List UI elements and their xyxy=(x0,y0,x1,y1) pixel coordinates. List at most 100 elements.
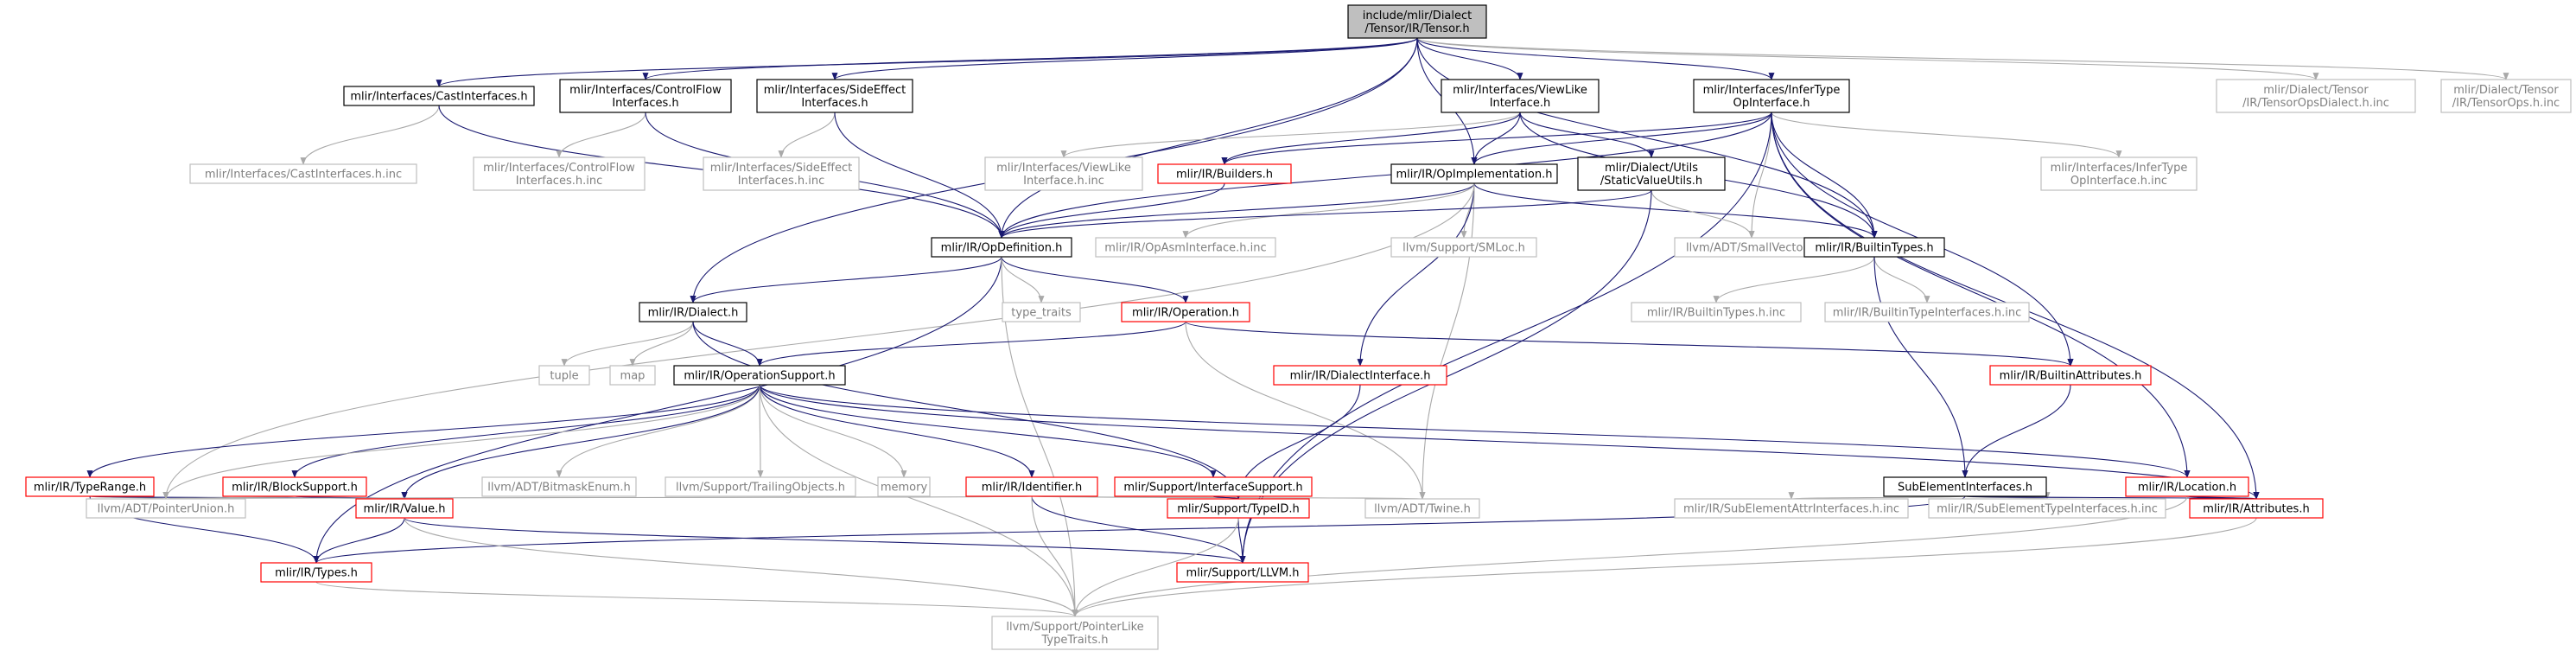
edge-btypes-to-btiinc xyxy=(1873,256,1930,303)
node-castif[interactable]: mlir/Interfaces/CastInterfaces.h xyxy=(343,86,535,106)
node-box xyxy=(2189,498,2324,519)
node-llvmh[interactable]: mlir/Support/LLVM.h xyxy=(1176,562,1309,583)
node-label: mlir/IR/SubElementAttrInterfaces.h.inc xyxy=(1683,503,1899,516)
node-label: mlir/IR/BuiltinTypes.h.inc xyxy=(1647,307,1785,320)
edge-operation-to-opsupport xyxy=(756,321,1186,367)
edge-opimpl-to-twine xyxy=(1419,182,1475,500)
node-dialectif[interactable]: mlir/IR/DialectInterface.h xyxy=(1273,365,1447,386)
edge-typeid-to-ptrlike xyxy=(1072,517,1239,617)
node-label: mlir/Dialect/Tensor xyxy=(2263,84,2369,97)
node-label: mlir/IR/TypeRange.h xyxy=(34,482,146,495)
node-box xyxy=(2216,79,2416,113)
edge-opsupport-to-ptrunion xyxy=(162,384,760,500)
edge-builders-to-opdef xyxy=(998,182,1225,239)
node-svu[interactable]: mlir/Dialect/Utils/StaticValueUtils.h xyxy=(1577,156,1726,191)
node-box xyxy=(538,365,590,386)
node-label: mlir/IR/OpAsmInterface.h.inc xyxy=(1104,242,1266,255)
node-opsupport[interactable]: mlir/IR/OperationSupport.h xyxy=(673,365,846,386)
node-label: mlir/IR/Value.h xyxy=(364,503,446,516)
node-root[interactable]: include/mlir/Dialect/Tensor/IR/Tensor.h xyxy=(1347,4,1487,39)
edge-opsupport-to-identifier xyxy=(759,384,1035,478)
edge-itif-to-itinc xyxy=(1771,112,2122,158)
node-label: mlir/IR/BuiltinTypeInterfaces.h.inc xyxy=(1833,307,2022,320)
edge-opimpl-to-btypes xyxy=(1473,182,1878,239)
node-label: llvm/ADT/Twine.h xyxy=(1374,503,1471,516)
edge-opdef-to-typetraits xyxy=(1001,256,1045,303)
node-box xyxy=(1095,237,1276,258)
edge-operation-to-twine xyxy=(1185,321,1426,500)
node-location[interactable]: mlir/IR/Location.h xyxy=(2125,476,2249,497)
node-ifsupport[interactable]: mlir/Support/InterfaceSupport.h xyxy=(1114,476,1313,497)
node-label: mlir/IR/Operation.h xyxy=(1132,307,1239,320)
node-label: mlir/Interfaces/ControlFlow xyxy=(569,84,722,97)
node-box xyxy=(1114,476,1313,497)
node-box xyxy=(1928,498,2166,519)
node-map: map xyxy=(609,365,656,386)
node-label: mlir/IR/BuiltinTypes.h xyxy=(1815,242,1933,255)
node-label: mlir/IR/DialectInterface.h xyxy=(1290,370,1431,383)
node-box xyxy=(2125,476,2249,497)
node-attrs[interactable]: mlir/IR/Attributes.h xyxy=(2189,498,2324,519)
node-opdef[interactable]: mlir/IR/OpDefinition.h xyxy=(931,237,1072,258)
node-box xyxy=(984,156,1143,191)
node-label: mlir/Interfaces/SideEffect xyxy=(764,84,906,97)
node-toinc: mlir/Dialect/Tensor/IR/TensorOps.h.inc xyxy=(2440,79,2572,113)
edge-opsupport-to-ifsupport xyxy=(759,384,1217,478)
node-castinc: mlir/Interfaces/CastInterfaces.h.inc xyxy=(189,163,417,184)
node-identifier[interactable]: mlir/IR/Identifier.h xyxy=(965,476,1098,497)
edge-opsupport-to-location xyxy=(759,384,2191,478)
edge-location-to-ptrlike xyxy=(1072,495,2188,617)
node-box xyxy=(673,365,846,386)
node-box xyxy=(991,616,1159,650)
edge-seif-to-seinc xyxy=(778,112,836,158)
node-label: OpInterface.h xyxy=(1733,97,1810,110)
node-label: llvm/ADT/PointerUnion.h xyxy=(98,503,235,516)
node-label: mlir/IR/OperationSupport.h xyxy=(684,370,835,383)
node-box xyxy=(1121,302,1250,322)
edge-root-to-toinc xyxy=(1416,37,2509,80)
edge-svu-to-smallvec xyxy=(1651,189,1755,239)
edge-opsupport-to-memory xyxy=(759,384,907,478)
edge-itif-to-opdef xyxy=(998,112,1772,239)
edge-vlif-to-builders xyxy=(1221,112,1521,165)
node-types[interactable]: mlir/IR/Types.h xyxy=(260,562,372,583)
node-setinc: mlir/IR/SubElementTypeInterfaces.h.inc xyxy=(1928,498,2166,519)
edge-root-to-opdef xyxy=(998,37,1418,239)
node-opimpl[interactable]: mlir/IR/OpImplementation.h xyxy=(1390,163,1558,184)
edge-btypes-to-subelem xyxy=(1873,256,1969,478)
edge-value-to-types xyxy=(313,517,405,564)
node-label: memory xyxy=(881,482,928,495)
node-smallvec: llvm/ADT/SmallVector.h xyxy=(1674,237,1829,258)
edge-itif-to-builders xyxy=(1221,112,1772,165)
edge-opsupport-to-attrs xyxy=(759,384,2260,500)
node-smloc: llvm/Support/SMLoc.h xyxy=(1390,237,1537,258)
node-typeid[interactable]: mlir/Support/TypeID.h xyxy=(1167,498,1310,519)
node-box xyxy=(481,476,637,497)
node-box xyxy=(1157,163,1292,184)
node-blocksupport[interactable]: mlir/IR/BlockSupport.h xyxy=(222,476,367,497)
node-box xyxy=(877,476,931,497)
edge-root-to-tdinc xyxy=(1416,37,2319,80)
node-value[interactable]: mlir/IR/Value.h xyxy=(355,498,454,519)
edge-opsupport-to-blocksupport xyxy=(291,384,760,478)
node-label: Interfaces.h.inc xyxy=(516,175,602,188)
node-subelem[interactable]: SubElementInterfaces.h xyxy=(1883,476,2047,497)
edge-dialect-to-map xyxy=(629,321,694,367)
node-battr[interactable]: mlir/IR/BuiltinAttributes.h xyxy=(1989,365,2152,386)
edge-vlif-to-vlinc xyxy=(1060,112,1521,158)
node-box xyxy=(189,163,417,184)
edge-itif-to-smallvec xyxy=(1748,112,1772,239)
edge-opimpl-to-dialectif xyxy=(1357,182,1475,367)
node-dialect[interactable]: mlir/IR/Dialect.h xyxy=(639,302,747,322)
node-label: tuple xyxy=(550,370,578,383)
node-builders[interactable]: mlir/IR/Builders.h xyxy=(1157,163,1292,184)
node-operation[interactable]: mlir/IR/Operation.h xyxy=(1121,302,1250,322)
node-typerange[interactable]: mlir/IR/TypeRange.h xyxy=(25,476,155,497)
node-btypes[interactable]: mlir/IR/BuiltinTypes.h xyxy=(1803,237,1945,258)
node-memory: memory xyxy=(877,476,931,497)
